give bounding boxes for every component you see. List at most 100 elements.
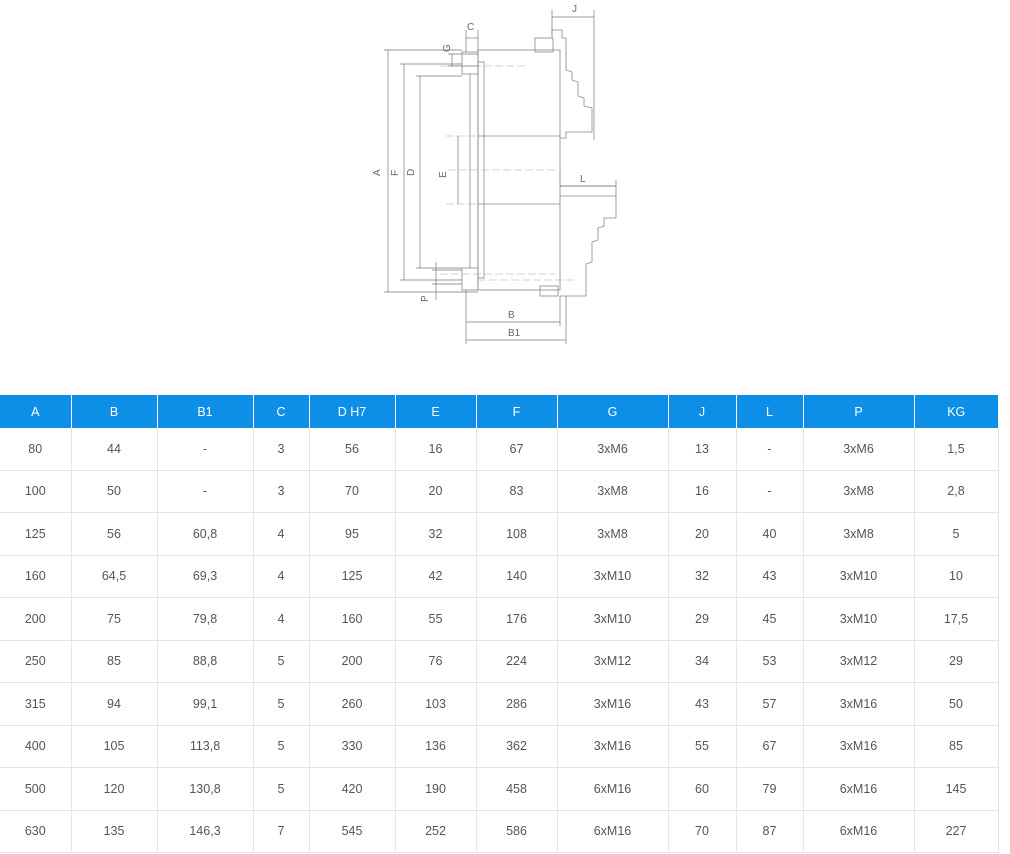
table-cell: 100 [0, 470, 72, 513]
table-cell: - [736, 428, 804, 471]
table-cell: 44 [71, 428, 158, 471]
table-cell: 200 [0, 597, 72, 641]
table-cell: 16 [395, 428, 477, 471]
table-cell: 20 [668, 512, 737, 556]
table-cell: 500 [0, 767, 72, 811]
table-cell: 29 [668, 597, 737, 641]
table-cell: 4 [253, 512, 310, 556]
label-a: A [372, 169, 383, 176]
table-cell: 60,8 [157, 512, 254, 556]
table-cell: 79 [736, 767, 804, 811]
table-cell: 224 [476, 640, 558, 683]
table-cell: 3xM16 [557, 725, 669, 768]
table-cell: 260 [309, 682, 396, 726]
table-cell: 3xM10 [803, 555, 915, 598]
table-cell: 3xM16 [557, 682, 669, 726]
table-cell: 79,8 [157, 597, 254, 641]
table-cell: 43 [668, 682, 737, 726]
table-cell: 3xM10 [557, 597, 669, 641]
table-cell: 43 [736, 555, 804, 598]
table-cell: 145 [914, 767, 999, 811]
table-cell: 160 [0, 555, 72, 598]
table-cell: 87 [736, 810, 804, 853]
label-d: D [406, 169, 417, 176]
table-cell: 85 [914, 725, 999, 768]
table-cell: 362 [476, 725, 558, 768]
label-e: E [438, 171, 449, 178]
table-cell: 6xM16 [803, 810, 915, 853]
table-cell: 3 [253, 428, 310, 471]
label-l: L [580, 174, 586, 185]
column-header: B1 [157, 395, 254, 428]
table-cell: 10 [914, 555, 999, 598]
table-cell: 29 [914, 640, 999, 683]
table-cell: 108 [476, 512, 558, 556]
label-g: G [442, 44, 453, 52]
table-cell: 80 [0, 428, 72, 471]
table-cell: 420 [309, 767, 396, 811]
table-cell: 3xM10 [803, 597, 915, 641]
table-cell: 3xM6 [803, 428, 915, 471]
table-cell: 103 [395, 682, 477, 726]
table-cell: 42 [395, 555, 477, 598]
table-cell: 40 [736, 512, 804, 556]
table-cell: 5 [253, 767, 310, 811]
table-cell: 330 [309, 725, 396, 768]
label-c: C [467, 22, 474, 33]
table-cell: - [736, 470, 804, 513]
table-cell: 55 [395, 597, 477, 641]
table-cell: 75 [71, 597, 158, 641]
table-cell: 55 [668, 725, 737, 768]
table-cell: 88,8 [157, 640, 254, 683]
label-b1: B1 [508, 328, 521, 339]
column-header: F [476, 395, 558, 428]
table-cell: 4 [253, 597, 310, 641]
table-cell: 200 [309, 640, 396, 683]
table-cell: 3xM16 [803, 682, 915, 726]
table-cell: 67 [476, 428, 558, 471]
table-cell: 20 [395, 470, 477, 513]
table-cell: 3xM10 [557, 555, 669, 598]
table-cell: 7 [253, 810, 310, 853]
table-cell: 13 [668, 428, 737, 471]
table-cell: 17,5 [914, 597, 999, 641]
column-header: E [395, 395, 477, 428]
table-cell: 105 [71, 725, 158, 768]
table-cell: 32 [668, 555, 737, 598]
table-cell: 45 [736, 597, 804, 641]
table-cell: 3xM8 [803, 512, 915, 556]
table-cell: 545 [309, 810, 396, 853]
column-header: L [736, 395, 804, 428]
column-header: J [668, 395, 737, 428]
table-cell: 6xM16 [557, 810, 669, 853]
label-b: B [508, 310, 515, 321]
table-cell: 32 [395, 512, 477, 556]
table-cell: 252 [395, 810, 477, 853]
table-cell: 3xM6 [557, 428, 669, 471]
table-cell: 5 [253, 725, 310, 768]
column-header: G [557, 395, 669, 428]
label-j: J [572, 4, 577, 15]
table-cell: 3xM12 [803, 640, 915, 683]
table-cell: 50 [914, 682, 999, 726]
column-header: P [803, 395, 915, 428]
table-cell: 227 [914, 810, 999, 853]
table-cell: 630 [0, 810, 72, 853]
column-header: D H7 [309, 395, 396, 428]
table-cell: 34 [668, 640, 737, 683]
table-cell: 3xM8 [557, 512, 669, 556]
table-cell: 95 [309, 512, 396, 556]
table-cell: - [157, 428, 254, 471]
table-cell: 3 [253, 470, 310, 513]
table-cell: 136 [395, 725, 477, 768]
table-cell: 125 [0, 512, 72, 556]
